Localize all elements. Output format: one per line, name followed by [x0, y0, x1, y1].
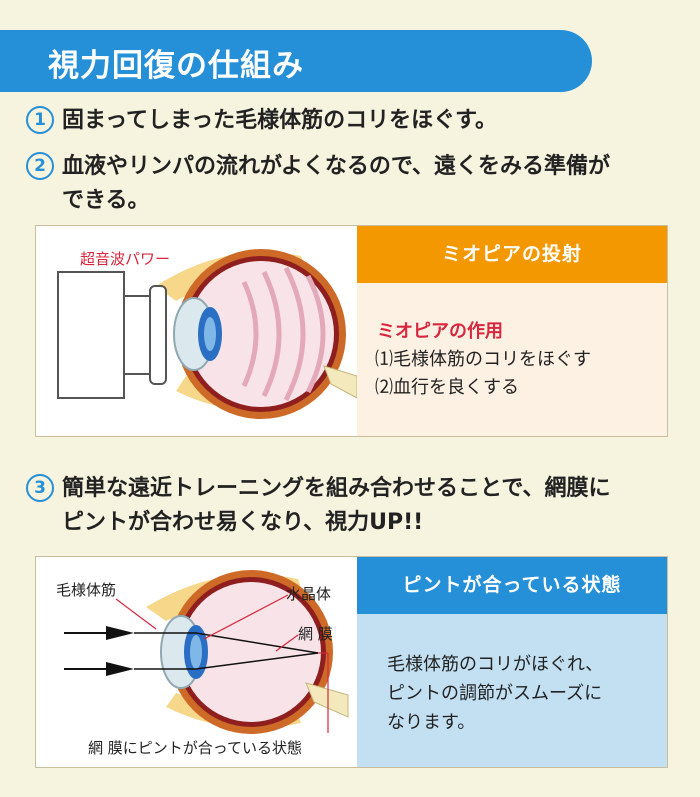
focus-line-3: なります。	[387, 712, 476, 733]
wave-2	[261, 270, 282, 398]
light-arrow-head-lower	[106, 662, 134, 676]
ultrasound-power-label: 超音波パワー	[80, 250, 171, 268]
focus-line-1: 毛様体筋のコリがほぐれ、	[387, 654, 604, 675]
vitreous-shape	[181, 582, 321, 722]
panel-focus-info: ピントが合っている状態 毛様体筋のコリがほぐれ、 ピントの調節がスムーズに なり…	[357, 557, 667, 767]
effect-item-2: ⑵血行を良くする	[375, 377, 519, 398]
focus-header: ピントが合っている状態	[357, 557, 667, 614]
focus-state-label: 網 膜にピントが合っている状態	[88, 739, 303, 757]
lens-leader-line	[203, 594, 289, 640]
retina-label: 網 膜	[298, 625, 333, 643]
optic-nerve-shape	[323, 365, 357, 399]
light-arrow-head-upper	[106, 626, 134, 640]
focus-line-2: ピントの調節がスムーズに	[387, 683, 603, 704]
ciliary-muscle-label: 毛様体筋	[56, 581, 117, 599]
eye-ultrasound-diagram	[57, 249, 357, 419]
page-title: 視力回復の仕組み	[48, 48, 304, 84]
step-number-2: 2	[26, 152, 54, 180]
focus-description: 毛様体筋のコリがほぐれ、 ピントの調節がスムーズに なります。	[387, 650, 603, 737]
step-1: 1 固まってしまった毛様体筋のコリをほぐす。	[26, 104, 497, 138]
step-number-3: 3	[26, 474, 54, 502]
step-3-line-2: ピントが合わせ易くなり、視力UP!!	[62, 510, 424, 535]
step-2-line-1: 血液やリンパの流れがよくなるので、遠くをみる準備が	[62, 154, 611, 179]
wave-3	[283, 266, 306, 402]
ciliary-leader-line	[115, 598, 157, 630]
projection-body: ミオピアの作用 ⑴毛様体筋のコリをほぐす ⑵血行を良くする	[357, 283, 667, 436]
panel-projection: 超音波パワー ミオピアの投射 ミオピアの作用 ⑴毛様体筋のコリをほぐす ⑵血行を…	[35, 225, 668, 437]
optic-nerve-shape	[305, 682, 349, 718]
light-ray-upper-out	[195, 632, 319, 654]
title-bar: 視力回復の仕組み	[0, 30, 592, 92]
focus-body: 毛様体筋のコリがほぐれ、 ピントの調節がスムーズに なります。	[357, 614, 667, 767]
lens-highlight-shape	[190, 635, 202, 669]
light-ray-lower-out	[195, 652, 319, 670]
step-number-1: 1	[26, 106, 54, 134]
effect-item-1: ⑴毛様体筋のコリをほぐす	[375, 349, 591, 370]
panel-projection-info: ミオピアの投射 ミオピアの作用 ⑴毛様体筋のコリをほぐす ⑵血行を良くする	[357, 226, 667, 436]
wave-1	[241, 280, 259, 388]
lens-highlight-shape	[204, 317, 216, 351]
step-3: 3 簡単な遠近トレーニングを組み合わせることで、網膜に ピントが合わせ易くなり、視…	[26, 472, 610, 540]
lens-label: 水晶体	[286, 585, 332, 603]
wave-4	[305, 274, 326, 394]
step-2: 2 血液やリンパの流れがよくなるので、遠くをみる準備が できる。	[26, 150, 610, 218]
device-head	[149, 285, 167, 385]
eye-focus-diagram	[64, 570, 349, 734]
panel-focus: 毛様体筋 水晶体 網 膜 網 膜にピントが合っている状態 ピントが合っている状態…	[35, 556, 668, 768]
retina-leader-line	[275, 634, 299, 652]
step-3-line-1: 簡単な遠近トレーニングを組み合わせることで、網膜に	[62, 476, 611, 501]
step-1-text: 固まってしまった毛様体筋のコリをほぐす。	[62, 108, 497, 133]
device-body	[57, 271, 125, 399]
projection-header: ミオピアの投射	[357, 226, 667, 283]
step-2-line-2: できる。	[62, 188, 150, 213]
effect-title: ミオピアの作用	[377, 321, 503, 342]
